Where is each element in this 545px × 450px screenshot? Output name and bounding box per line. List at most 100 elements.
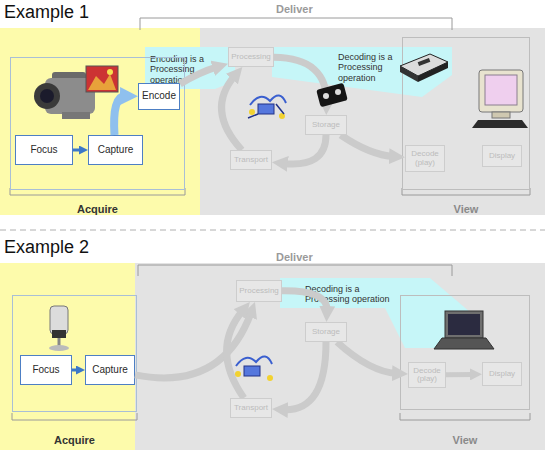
process-box: Focus (20, 355, 72, 385)
process-box: Storage (305, 115, 347, 135)
flow-arrow (222, 76, 242, 151)
flow-arrow (180, 67, 217, 84)
process-box: Focus (15, 135, 73, 165)
camcorder-illustration (107, 69, 113, 75)
bracket-label: Deliver (276, 3, 313, 15)
flow-arrow (227, 311, 244, 398)
note-band: Decoding is a Processing operation (272, 47, 452, 97)
monitor-illustration (472, 70, 528, 128)
flow-arrow (274, 57, 327, 104)
network-illustration (267, 375, 273, 381)
bracket (140, 18, 452, 30)
process-box: Transport (230, 398, 272, 418)
tape-illustration (335, 89, 341, 95)
box-text: Storage (312, 121, 340, 129)
flow-arrow (282, 291, 327, 311)
camcorder-illustration (40, 89, 54, 103)
band-shape (145, 47, 235, 89)
network-illustration (250, 95, 286, 105)
process-box: Processing (236, 280, 282, 302)
box-text: Transport (234, 156, 268, 164)
example-heading: Example 2 (4, 237, 89, 258)
network-illustration (244, 366, 260, 376)
camcorder-illustration (45, 78, 95, 114)
box-text: Decode (play) (406, 150, 444, 167)
note-text: Encoding is a Processing operation (150, 54, 234, 85)
camera-illustration (52, 330, 66, 338)
network-illustration (248, 95, 286, 119)
stage-group: AcquireFocusCaptureEncode (10, 57, 185, 190)
box-text: Processing (231, 53, 271, 61)
box-text: Transport (234, 404, 268, 412)
flow-arrow (114, 96, 125, 135)
camera-illustration (58, 338, 61, 346)
camcorder-illustration (62, 112, 90, 119)
deliver-zone (135, 263, 545, 450)
network-illustration (235, 356, 273, 381)
stage-group: AcquireFocusCapture (12, 295, 137, 412)
flow-arrow (135, 313, 251, 378)
bracket (10, 18, 530, 420)
example-heading: Example 1 (4, 2, 89, 23)
box-text: Display (489, 370, 515, 378)
box-text: Decode (play) (409, 367, 445, 384)
stage-label: View (403, 203, 529, 215)
box-text: Capture (98, 145, 134, 156)
separator-line (0, 230, 545, 231)
acquire-zone (0, 28, 200, 215)
flow-arrow (446, 372, 474, 377)
process-box: Capture (85, 355, 135, 385)
camcorder-illustration (86, 66, 118, 92)
process-box: Storage (305, 322, 347, 342)
camera-illustration (49, 345, 69, 351)
bracket-label: Deliver (276, 251, 313, 263)
box-text: Focus (30, 145, 57, 156)
flow-arrow (283, 135, 326, 164)
bracket (400, 413, 530, 420)
box-text: Storage (312, 328, 340, 336)
process-box: Capture (88, 135, 143, 165)
note-text: Decoding is a Processing operation (338, 52, 410, 83)
process-box: Transport (230, 150, 272, 170)
monitor-illustration (472, 120, 528, 128)
band-shape (280, 278, 470, 348)
monitor-illustration (485, 75, 517, 105)
bracket (12, 413, 137, 420)
camcorder-illustration (34, 66, 118, 119)
acquire-zone (0, 263, 135, 450)
network-illustration (249, 109, 255, 115)
camcorder-illustration (52, 72, 86, 82)
box-text: Encode (142, 91, 176, 102)
bracket (138, 265, 452, 276)
box-text: Capture (92, 365, 128, 376)
network-illustration (279, 113, 285, 119)
stage-label: View (401, 434, 529, 446)
flow-arrow (341, 135, 394, 157)
network-illustration (236, 356, 272, 366)
stage-label: Acquire (11, 203, 184, 215)
deliver-zone (200, 28, 545, 215)
stage-group: ViewDecode (play)Display (400, 295, 530, 410)
camcorder-illustration (88, 74, 116, 90)
process-box: Display (482, 145, 522, 167)
process-box: Decode (play) (408, 362, 446, 388)
network-illustration (235, 371, 241, 377)
tape-illustration (323, 93, 329, 99)
box-text: Processing (239, 287, 279, 295)
camcorder-illustration (34, 83, 60, 109)
monitor-illustration (479, 70, 523, 112)
process-box: Encode (138, 83, 180, 110)
network-illustration (258, 104, 274, 114)
process-box: Processing (228, 47, 274, 67)
stage-group: ViewDecode (play)Display (402, 37, 530, 190)
flow-arrow (73, 149, 82, 152)
flow-arrow (337, 342, 397, 373)
band-shape (272, 47, 452, 97)
process-box: Decode (play) (405, 145, 445, 172)
camera-illustration (49, 306, 69, 351)
stage-label: Acquire (13, 434, 136, 446)
process-box: Display (482, 362, 522, 386)
note-text: Decoding is a Processing operation (305, 284, 405, 305)
camera-illustration (50, 306, 68, 334)
